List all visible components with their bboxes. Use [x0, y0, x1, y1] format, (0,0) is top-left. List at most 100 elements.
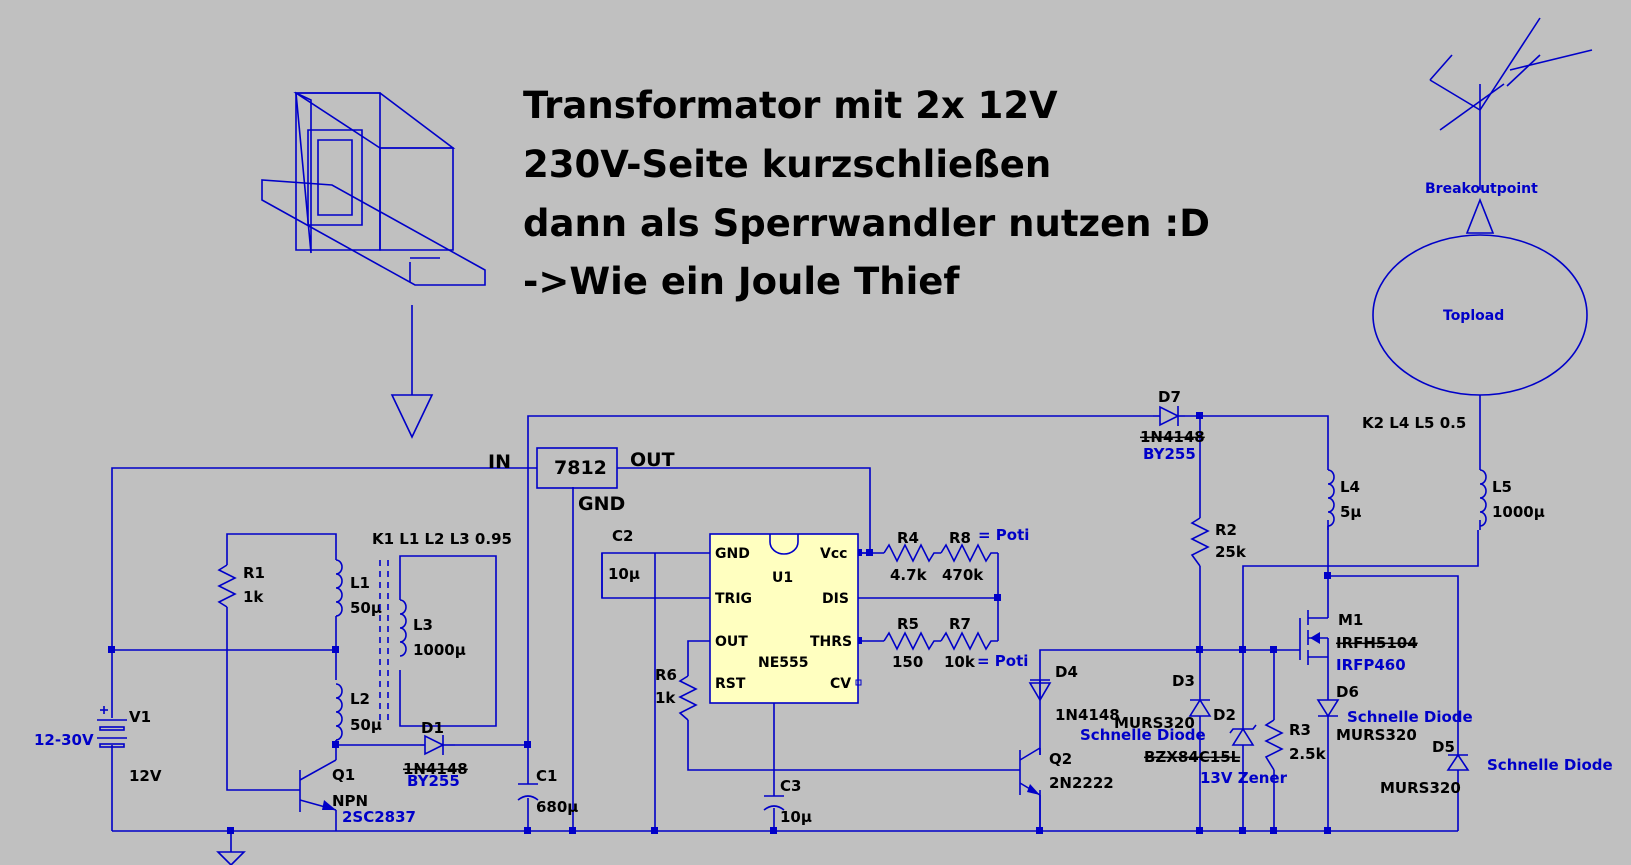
d3-name: D3 — [1172, 672, 1195, 690]
d6-diode: D6 Schnelle Diode MURS320 — [1316, 683, 1473, 744]
d1-name: D1 — [421, 719, 444, 737]
r5-value: 150 — [892, 653, 923, 671]
r8-value: 470k — [942, 566, 984, 584]
regulator-gnd-label: GND — [578, 493, 625, 515]
r3-resistor: R3 2.5k — [1264, 719, 1327, 771]
r4-value: 4.7k — [890, 566, 928, 584]
ic-pin-out: OUT — [715, 634, 748, 650]
annotation-line-1: Transformator mit 2x 12V — [523, 84, 1058, 127]
d5-note: Schnelle Diode — [1487, 756, 1613, 774]
d7-new-part: BY255 — [1143, 445, 1196, 463]
r7-value: 10k — [944, 653, 976, 671]
m1-new-part: IRFP460 — [1336, 656, 1406, 674]
d5-value: MURS320 — [1380, 779, 1461, 797]
r2-name: R2 — [1215, 521, 1237, 539]
r7-name: R7 — [949, 615, 971, 633]
d6-value: MURS320 — [1336, 726, 1417, 744]
r8-resistor: R8 = Poti 470k — [940, 526, 1029, 584]
m1-old-part: IRFH5104 — [1336, 634, 1418, 652]
d5-diode: D5 Schnelle Diode MURS320 — [1380, 738, 1613, 797]
l2-value: 50µ — [350, 716, 382, 734]
d2-old-part: BZX84C15L — [1144, 748, 1241, 766]
r1-name: R1 — [243, 564, 265, 582]
l1-inductor: L1 50µ — [335, 559, 382, 617]
ic-name: U1 — [772, 570, 793, 586]
r4-resistor: R4 4.7k — [883, 529, 941, 584]
c1-capacitor: C1 680µ — [517, 767, 578, 816]
v1-range: 12-30V — [34, 731, 94, 749]
d5-name: D5 — [1432, 738, 1455, 756]
d7-old-part: 1N4148 — [1140, 428, 1205, 446]
r7-resistor: R7 10k = Poti — [940, 615, 1028, 671]
r6-resistor: R6 1k — [655, 666, 698, 721]
r8-note: = Poti — [978, 526, 1029, 544]
ic-pin-rst: RST — [715, 676, 746, 692]
r6-name: R6 — [655, 666, 677, 684]
ground-symbol — [216, 831, 246, 865]
ic-pin-thrs: THRS — [810, 634, 852, 650]
r8-name: R8 — [949, 529, 971, 547]
q1-value: NPN — [332, 792, 368, 810]
q2-name: Q2 — [1049, 750, 1072, 768]
d7-name: D7 — [1158, 388, 1181, 406]
ic-pin-dis: DIS — [822, 591, 849, 607]
r1-value: 1k — [243, 588, 264, 606]
l2-name: L2 — [350, 690, 370, 708]
c1-name: C1 — [536, 767, 557, 785]
c1-value: 680µ — [536, 798, 578, 816]
annotation-text: Transformator mit 2x 12V 230V-Seite kurz… — [523, 84, 1210, 303]
r7-note: = Poti — [977, 652, 1028, 670]
c2-capacitor: C2 10µ — [601, 527, 640, 598]
c3-name: C3 — [780, 777, 801, 795]
ic-pin-cv: CV — [830, 676, 851, 692]
regulator-in-label: IN — [488, 451, 511, 473]
c2-value: 10µ — [608, 565, 640, 583]
c3-value: 10µ — [780, 808, 812, 826]
coupling-k2: K2 L4 L5 0.5 — [1362, 414, 1466, 432]
d1-diode: D1 1N4148 BY255 — [403, 719, 468, 790]
l4-inductor: L4 5µ — [1327, 464, 1361, 530]
d2-note: 13V Zener — [1200, 769, 1288, 787]
transformer-core — [379, 560, 389, 725]
topload-label: Topload — [1443, 308, 1504, 324]
d4-name: D4 — [1055, 663, 1078, 681]
regulator-7812: 7812 IN OUT GND — [488, 447, 675, 515]
ic-pin-gnd: GND — [715, 546, 750, 562]
ic-pin-vcc: Vcc — [820, 546, 847, 562]
regulator-name: 7812 — [554, 457, 607, 479]
c2-name: C2 — [612, 527, 633, 545]
ne555-ic: GND Vcc U1 TRIG DIS OUT THRS NE555 RST C… — [709, 533, 862, 704]
breakout-antenna: Breakoutpoint — [1425, 17, 1593, 234]
l4-name: L4 — [1340, 478, 1360, 496]
d6-name: D6 — [1336, 683, 1359, 701]
topload: Topload — [1372, 234, 1588, 464]
v1-battery: V1 12V 12-30V — [34, 706, 162, 785]
annotation-line-3: dann als Sperrwandler nutzen :D — [523, 202, 1210, 245]
l3-inductor: L3 1000µ — [399, 599, 466, 659]
l2-inductor: L2 50µ — [335, 683, 382, 741]
l4-value: 5µ — [1340, 503, 1361, 521]
d4-diode: D4 1N4148 — [1028, 663, 1120, 724]
d2-name: D2 — [1213, 706, 1236, 724]
regulator-out-label: OUT — [630, 449, 675, 471]
d4-value: 1N4148 — [1055, 706, 1120, 724]
r3-name: R3 — [1289, 721, 1311, 739]
l1-name: L1 — [350, 574, 370, 592]
d7-diode: D7 1N4148 BY255 — [1140, 388, 1205, 463]
q1-part: 2SC2837 — [342, 808, 416, 826]
d6-note: Schnelle Diode — [1347, 708, 1473, 726]
q1-name: Q1 — [332, 766, 355, 784]
breakout-label: Breakoutpoint — [1425, 181, 1538, 197]
q2-transistor: Q2 2N2222 — [1019, 747, 1114, 831]
r2-resistor: R2 25k — [1190, 517, 1247, 567]
coupling-k1: K1 L1 L2 L3 0.95 — [372, 530, 512, 548]
d1-new-part: BY255 — [407, 772, 460, 790]
r5-name: R5 — [897, 615, 919, 633]
r6-value: 1k — [655, 689, 676, 707]
r4-name: R4 — [897, 529, 919, 547]
l1-value: 50µ — [350, 599, 382, 617]
v1-name: V1 — [129, 708, 151, 726]
ic-part: NE555 — [758, 655, 809, 671]
r3-value: 2.5k — [1289, 745, 1327, 763]
